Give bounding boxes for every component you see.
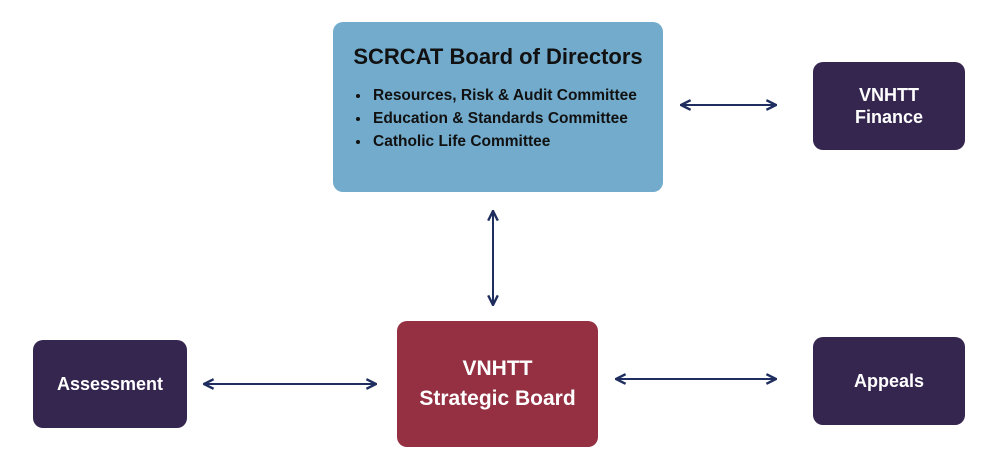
committee-list: Resources, Risk & Audit Committee Educat… (333, 84, 637, 153)
appeals-label: Appeals (853, 371, 925, 391)
strategic-line1: VNHTT (462, 357, 533, 380)
board-title: SCRCAT Board of Directors (353, 44, 643, 69)
assessment-label: Assessment (56, 374, 164, 394)
finance-line2: Finance (854, 107, 924, 127)
strategic-board-box: VNHTT Strategic Board (397, 321, 598, 447)
finance-line1: VNHTT (859, 85, 919, 105)
committee-item: Catholic Life Committee (371, 130, 637, 153)
committee-item: Education & Standards Committee (371, 107, 637, 130)
assessment-box: Assessment (33, 340, 187, 428)
appeals-box: Appeals (813, 337, 965, 425)
committee-item: Resources, Risk & Audit Committee (371, 84, 637, 107)
board-of-directors-box: SCRCAT Board of Directors Resources, Ris… (333, 22, 663, 192)
strategic-line2: Strategic Board (419, 387, 576, 410)
finance-box: VNHTT Finance (813, 62, 965, 150)
